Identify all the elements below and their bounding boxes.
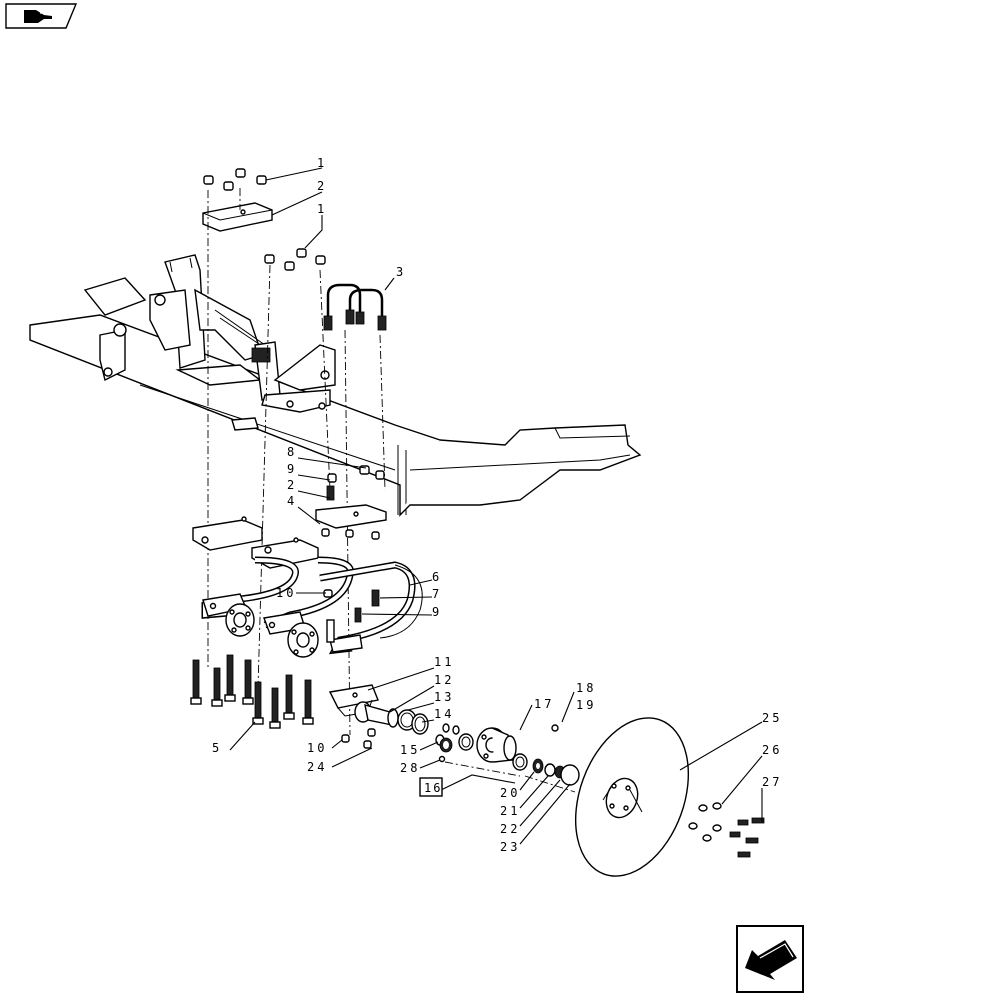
callout-9a: 9	[287, 462, 297, 476]
callout-24: 24	[307, 760, 327, 774]
hub-assembly	[435, 723, 580, 786]
callout-14: 14	[434, 707, 454, 721]
disc-fasteners	[688, 802, 765, 858]
callout-6: 6	[432, 570, 442, 584]
callout-8: 8	[287, 445, 297, 459]
callout-11: 11	[434, 655, 454, 669]
callout-23: 23	[500, 840, 520, 854]
tine-hubs	[225, 603, 319, 658]
callout-25: 25	[762, 711, 782, 725]
callout-16: 16	[424, 781, 442, 795]
u-bolts	[323, 283, 387, 331]
callout-20: 20	[500, 786, 520, 800]
spring-tines	[192, 516, 423, 655]
callout-3: 3	[396, 265, 406, 279]
callout-18: 18	[576, 681, 596, 695]
callout-12: 12	[434, 673, 454, 687]
top-nuts	[203, 168, 267, 191]
callout-19: 19	[576, 698, 596, 712]
clamp-plate-top	[202, 202, 273, 232]
callout-10a: 10	[276, 586, 296, 600]
callout-26: 26	[762, 743, 782, 757]
alignment-lines	[207, 188, 576, 793]
callout-5: 5	[212, 741, 222, 755]
callout-17: 17	[534, 697, 554, 711]
callout-labels: 1 2 1 3 8 9 2 4 6 7 9 10 11 12 13 14 5 1…	[212, 156, 782, 854]
callout-16-box: 16	[419, 777, 443, 797]
long-bolts	[190, 654, 314, 729]
next-button[interactable]	[736, 925, 804, 993]
callout-27: 27	[762, 775, 782, 789]
callout-15: 15	[400, 743, 420, 757]
callout-2b: 2	[287, 478, 297, 492]
callout-2a: 2	[317, 179, 327, 193]
disc-blade	[574, 717, 690, 877]
hand-pointing-icon	[24, 10, 52, 23]
leader-lines	[229, 167, 763, 845]
callout-1a: 1	[317, 156, 327, 170]
main-frame-beam	[29, 277, 642, 517]
callout-28: 28	[400, 761, 420, 775]
callout-22: 22	[500, 822, 520, 836]
callout-7: 7	[432, 587, 442, 601]
spindle-assembly	[328, 684, 429, 749]
back-button[interactable]	[5, 3, 78, 29]
tower-assembly	[149, 254, 336, 431]
callout-21: 21	[500, 804, 520, 818]
callout-9b: 9	[432, 605, 442, 619]
middle-hardware	[315, 465, 387, 540]
callout-10b: 10	[307, 741, 327, 755]
tine-bolts	[323, 589, 380, 643]
upper-nuts-2	[264, 248, 326, 271]
callout-13: 13	[434, 690, 454, 704]
arrow-down-left-icon	[745, 940, 797, 980]
callout-4: 4	[287, 494, 297, 508]
callout-1b: 1	[317, 202, 327, 216]
